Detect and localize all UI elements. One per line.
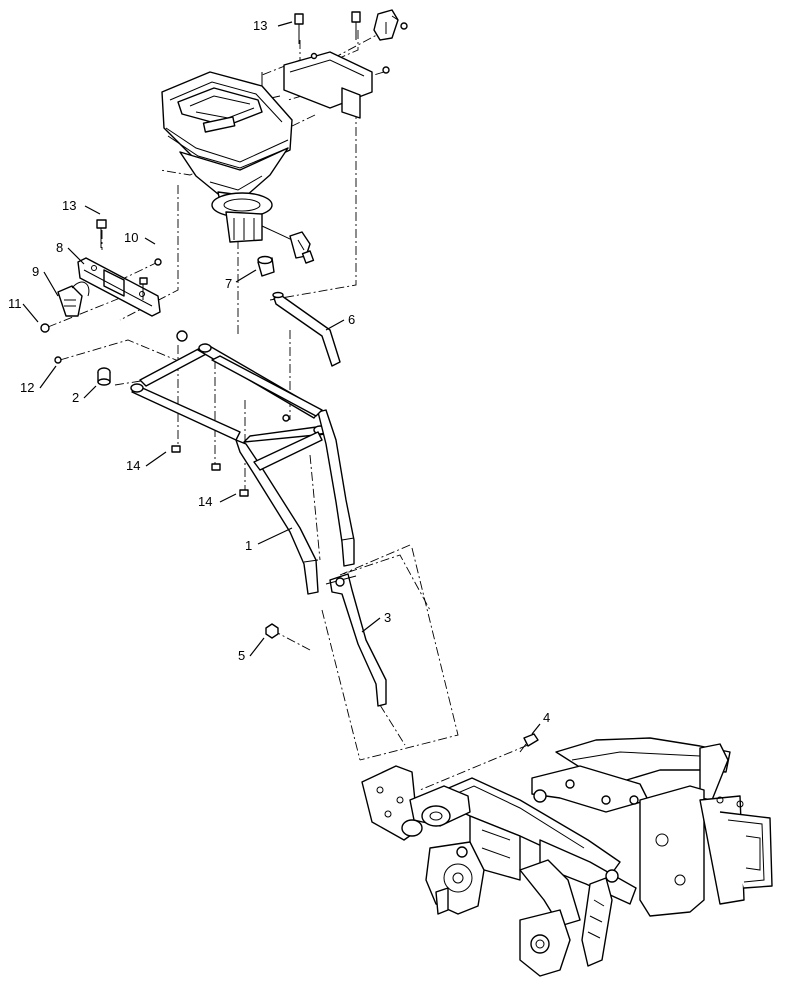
callout-3: 3 — [384, 610, 391, 625]
callout-6: 6 — [348, 312, 355, 327]
part-14-nuts — [171, 445, 249, 497]
part-1-handle-frame — [130, 343, 355, 595]
callout-7: 7 — [225, 276, 232, 291]
callout-2: 2 — [72, 390, 79, 405]
part-8-mount-plate — [77, 257, 161, 317]
callout-13-left: 13 — [62, 198, 76, 213]
callout-13-top: 13 — [253, 18, 267, 33]
callout-labels: 13 13 10 8 9 11 7 6 12 2 14 14 1 3 5 4 — [8, 18, 550, 725]
hopper-assembly — [161, 71, 315, 264]
callout-11: 11 — [8, 296, 22, 311]
part-6-rod — [272, 291, 341, 367]
callout-12: 12 — [20, 380, 34, 395]
callout-9: 9 — [32, 264, 39, 279]
part-5-nut — [265, 623, 279, 639]
callout-10: 10 — [124, 230, 138, 245]
left-hardware — [40, 219, 162, 364]
part-3-linkage-rod — [325, 573, 387, 707]
part-4-bolt — [519, 733, 539, 753]
callout-4: 4 — [543, 710, 550, 725]
part-9-clip — [57, 281, 90, 317]
part-7-sleeve — [257, 255, 275, 277]
callout-5: 5 — [238, 648, 245, 663]
part-2-knob — [97, 330, 188, 386]
callout-14-upper: 14 — [126, 458, 140, 473]
row-unit-frame — [361, 737, 773, 977]
callout-8: 8 — [56, 240, 63, 255]
callout-1: 1 — [245, 538, 252, 553]
callout-leaders — [22, 21, 541, 735]
upper-mount-bracket — [261, 9, 408, 119]
callout-14-lower: 14 — [198, 494, 212, 509]
